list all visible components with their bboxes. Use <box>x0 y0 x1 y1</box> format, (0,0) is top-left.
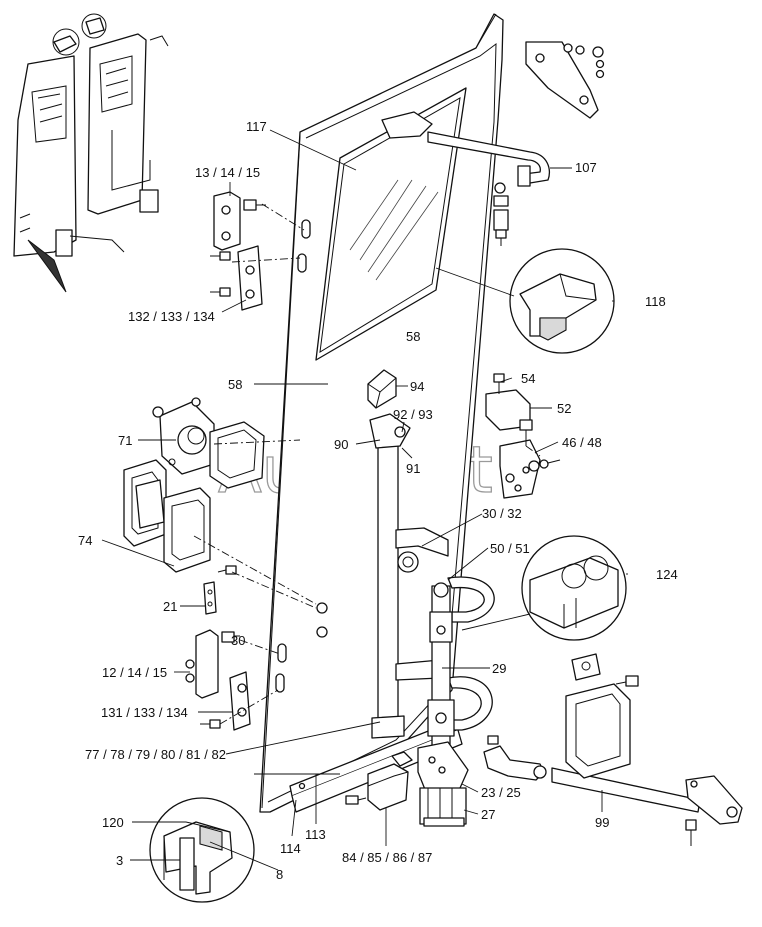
label-8: 8 <box>276 867 283 882</box>
label-107: 107 <box>575 160 597 175</box>
stud-and-nuts-107 <box>493 182 509 246</box>
cab-overview-sketch <box>13 13 169 293</box>
door-slots <box>275 219 328 693</box>
label-114: 114 <box>280 841 301 856</box>
clamp-23-25 <box>417 741 469 793</box>
latch-plate-132-133-134 <box>210 245 263 311</box>
label-77-82: 77 / 78 / 79 / 80 / 81 / 82 <box>85 747 226 762</box>
lock-housing-71 <box>152 397 215 475</box>
screw-54 <box>493 373 505 394</box>
striker-block-94 <box>367 369 397 409</box>
label-113: 113 <box>305 827 326 842</box>
link-arm-99 <box>483 735 743 846</box>
label-30-32: 30 / 32 <box>482 506 522 521</box>
label-46-48: 46 / 48 <box>562 435 602 450</box>
assembly-center-lines <box>193 203 541 725</box>
top-bracket-assembly <box>525 41 605 119</box>
label-92-93: 92 / 93 <box>393 407 433 422</box>
label-71: 71 <box>118 433 132 448</box>
screw-46-48 <box>519 419 561 472</box>
label-132-133-134: 132 / 133 / 134 <box>128 309 215 324</box>
door-window-117 <box>315 87 467 361</box>
handle-cover-74 <box>123 459 211 573</box>
cylinder-27 <box>419 787 467 827</box>
label-131-133-134: 131 / 133 / 134 <box>101 705 188 720</box>
label-12-14-15: 12 / 14 / 15 <box>102 665 167 680</box>
label-124: 124 <box>656 567 678 582</box>
label-3: 3 <box>116 853 123 868</box>
label-90: 90 <box>334 437 348 452</box>
label-118: 118 <box>645 294 666 309</box>
label-54: 54 <box>521 371 535 386</box>
label-13-14-15: 13 / 14 / 15 <box>195 165 260 180</box>
label-84-87: 84 / 85 / 86 / 87 <box>342 850 432 865</box>
label-74: 74 <box>78 533 92 548</box>
keeper-block-13-14-15 <box>213 191 266 251</box>
label-52: 52 <box>557 401 571 416</box>
leader-lines <box>101 129 628 871</box>
gas-strut-29 <box>427 582 455 757</box>
label-30: 30 <box>231 633 245 648</box>
detail-circle-bottom-left <box>149 797 255 903</box>
detail-circle-124 <box>521 535 627 641</box>
keeper-block-12-14-15 <box>185 629 240 699</box>
detail-circle-118 <box>509 248 615 354</box>
upper-strut-arm-107 <box>381 111 551 187</box>
bumper-84-87 <box>345 751 413 811</box>
label-99: 99 <box>595 815 609 830</box>
protective-cover <box>565 653 639 779</box>
part-labels: 117 13 / 14 / 15 132 / 133 / 134 107 118… <box>78 119 678 882</box>
label-91: 91 <box>406 461 420 476</box>
label-120: 120 <box>102 815 124 830</box>
plate-21 <box>203 565 237 615</box>
handle-knob <box>397 551 419 573</box>
label-58-window: 58 <box>406 329 420 344</box>
label-29: 29 <box>492 661 506 676</box>
label-21: 21 <box>163 599 177 614</box>
tube-bracket-30-32 <box>395 527 449 681</box>
label-27: 27 <box>481 807 495 822</box>
label-23-25: 23 / 25 <box>481 785 521 800</box>
label-50-51: 50 / 51 <box>490 541 530 556</box>
seal-frame-71 <box>209 421 265 489</box>
label-58-door: 58 <box>228 377 242 392</box>
label-117: 117 <box>246 119 267 134</box>
hinge-bracket-52 <box>485 389 541 499</box>
lock-rod-90 <box>369 413 411 739</box>
label-94: 94 <box>410 379 424 394</box>
